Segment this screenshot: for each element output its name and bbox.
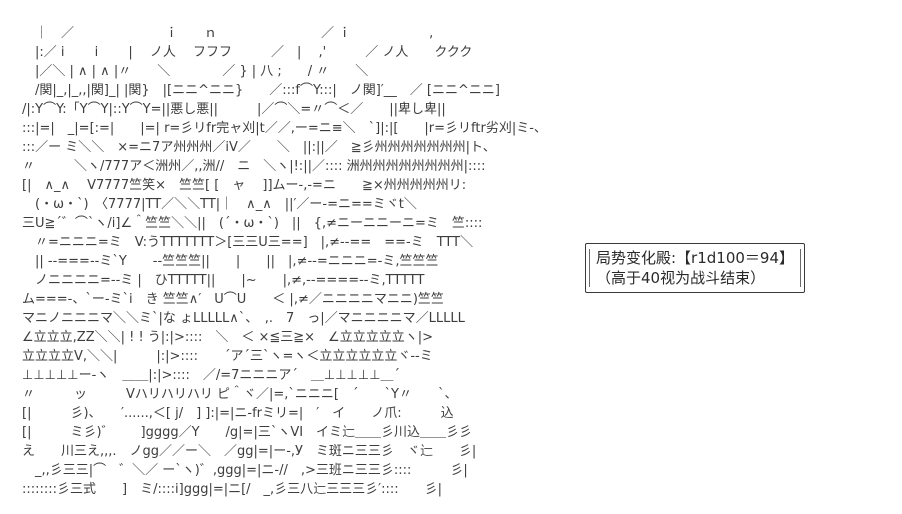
dice-roll-rule: （高于40视为战斗结束） <box>596 269 766 287</box>
ascii-art: ｜ ／ ｉ ｎ ／ ｉ , |:／ i i | ノ人 フフフ ／ | ,' ／ … <box>22 26 547 497</box>
dice-roll-box: 局势变化殿:【r1d100＝94】 （高于40视为战斗结束） <box>585 243 806 293</box>
dice-roll-result: 局势变化殿:【r1d100＝94】 <box>596 249 795 267</box>
